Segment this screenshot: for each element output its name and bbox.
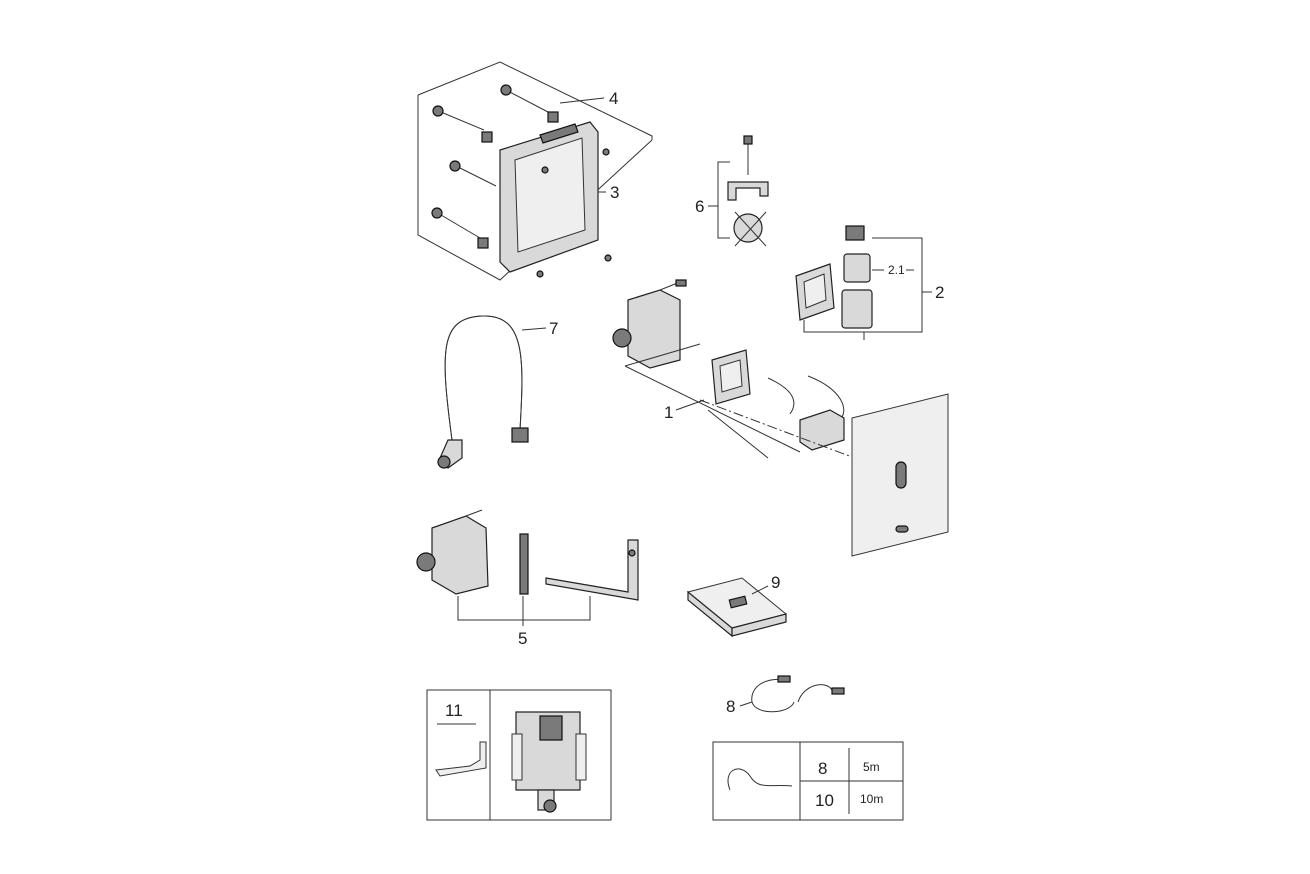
battery-cell (843, 253, 871, 283)
mounting-frame-group (417, 61, 653, 281)
threaded-rods (431, 84, 559, 249)
label-part-1: 1 (664, 403, 673, 422)
braided-hose (437, 315, 547, 469)
label-part-3: 3 (610, 183, 619, 202)
remote-control (686, 577, 788, 638)
label-part-11: 11 (445, 701, 463, 720)
flush-cover-plate (851, 393, 949, 557)
extension-cable (739, 675, 845, 713)
table-length-5m: 5m (863, 760, 880, 774)
label-part-8: 8 (726, 697, 735, 716)
label-part-2: 2 (935, 283, 944, 302)
solenoid-valve-body (612, 279, 687, 369)
battery-set (795, 225, 932, 340)
battery-block (841, 289, 873, 329)
label-part-5: 5 (518, 629, 527, 648)
label-part-2-1: 2.1 (888, 263, 905, 277)
electronic-module (624, 343, 861, 461)
label-part-6: 6 (695, 197, 704, 216)
table-part-8: 8 (818, 759, 827, 778)
table-part-10: 10 (815, 791, 834, 810)
valve-with-bracket-set (416, 509, 639, 626)
label-part-9: 9 (771, 573, 780, 592)
connector-set (708, 135, 769, 247)
installation-box (426, 689, 612, 821)
cable-length-table (712, 741, 904, 821)
label-part-4: 4 (609, 89, 618, 108)
table-length-10m: 10m (860, 792, 883, 806)
label-part-7: 7 (549, 319, 558, 338)
